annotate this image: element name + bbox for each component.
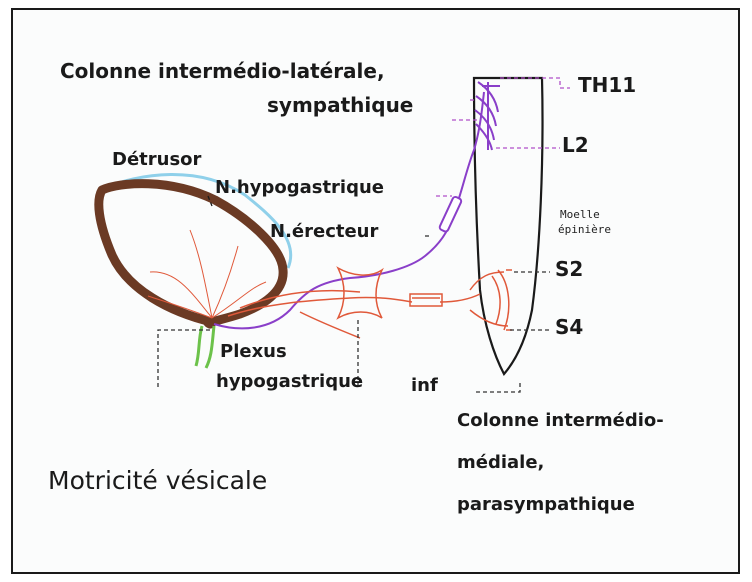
sympathetic-nerve <box>214 92 484 328</box>
label-l2: L2 <box>562 134 589 157</box>
label-inf: inf <box>411 376 438 397</box>
label-colonne-laterale-line1: Colonne intermédio-latérale, <box>60 60 385 83</box>
label-colonne-mediale-line3: parasympathique <box>457 495 635 516</box>
sympathetic-column <box>475 82 500 150</box>
label-moelle-line2: épinière <box>558 223 611 237</box>
sacral-column <box>492 270 512 330</box>
label-colonne-mediale-line1: Colonne intermédio- <box>457 411 664 432</box>
label-s4: S4 <box>555 316 583 339</box>
label-colonne-laterale-line2: sympathique <box>267 94 413 117</box>
urethra <box>196 326 214 368</box>
slide-title: Motricité vésicale <box>48 466 267 495</box>
hypogastric-ganglion <box>439 196 462 232</box>
label-th11: TH11 <box>578 74 636 97</box>
parasympathetic-ganglion <box>410 294 442 306</box>
label-n-hypogastrique: N.hypogastrique <box>215 178 384 199</box>
label-plexus-line2: hypogastrique <box>216 372 363 393</box>
label-colonne-mediale-line2: médiale, <box>457 453 544 474</box>
label-detrusor: Détrusor <box>112 150 201 171</box>
label-n-erecteur: N.érecteur <box>270 222 378 243</box>
label-plexus-line1: Plexus <box>220 342 287 363</box>
parasympathetic-nerve <box>228 272 508 338</box>
label-s2: S2 <box>555 258 583 281</box>
label-moelle-line1: Moelle <box>560 208 600 222</box>
